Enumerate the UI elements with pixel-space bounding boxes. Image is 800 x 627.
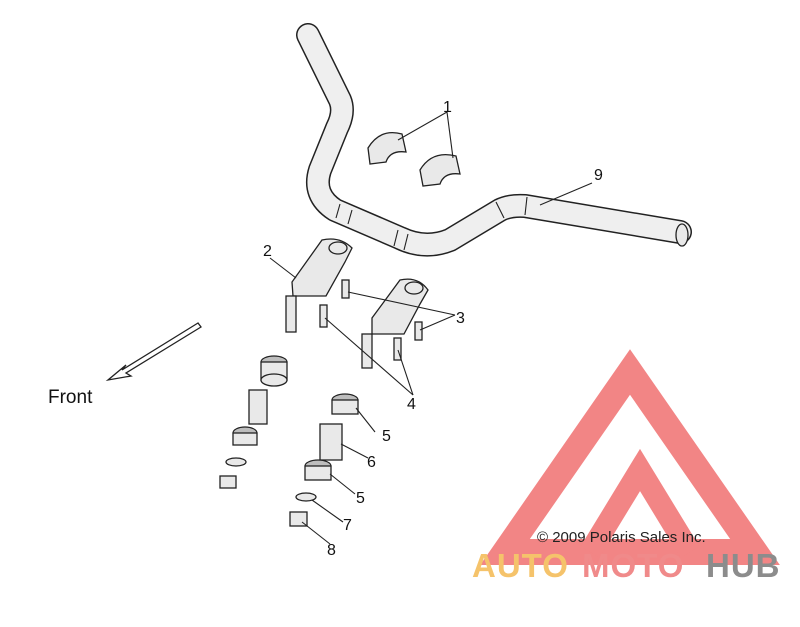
callout-2: 2 [263, 243, 272, 260]
bolt-4b [393, 337, 402, 361]
clamp-cap-left [367, 131, 407, 165]
callout-5a: 5 [382, 428, 391, 445]
front-arrow-icon [105, 322, 202, 382]
callout-8: 8 [327, 542, 336, 559]
bolt-3b [414, 321, 423, 341]
callout-1: 1 [443, 99, 452, 116]
watermark-moto: MOTO [582, 547, 684, 584]
callout-9: 9 [594, 167, 603, 184]
callout-4: 4 [407, 396, 416, 413]
watermark-logo [480, 349, 780, 565]
riser-left [285, 238, 353, 333]
bolt-4a [319, 304, 328, 328]
front-label: Front [48, 387, 93, 408]
leader-lines [269, 111, 593, 545]
callout-6: 6 [367, 454, 376, 471]
callout-labels: 1 2 3 4 5 6 5 7 8 9 [263, 99, 603, 559]
callout-5b: 5 [356, 490, 365, 507]
handlebar [296, 23, 692, 257]
callout-7: 7 [343, 517, 352, 534]
left-stack [219, 355, 288, 489]
watermark-text: AUTO MOTO HUB [472, 547, 781, 584]
clamp-cap-right [419, 153, 461, 187]
watermark-auto: AUTO [472, 547, 569, 584]
callout-3: 3 [456, 310, 465, 327]
copyright-text: © 2009 Polaris Sales Inc. [537, 529, 706, 546]
right-stack [289, 393, 359, 527]
bolt-3a [341, 279, 350, 299]
watermark-hub: HUB [706, 547, 781, 584]
